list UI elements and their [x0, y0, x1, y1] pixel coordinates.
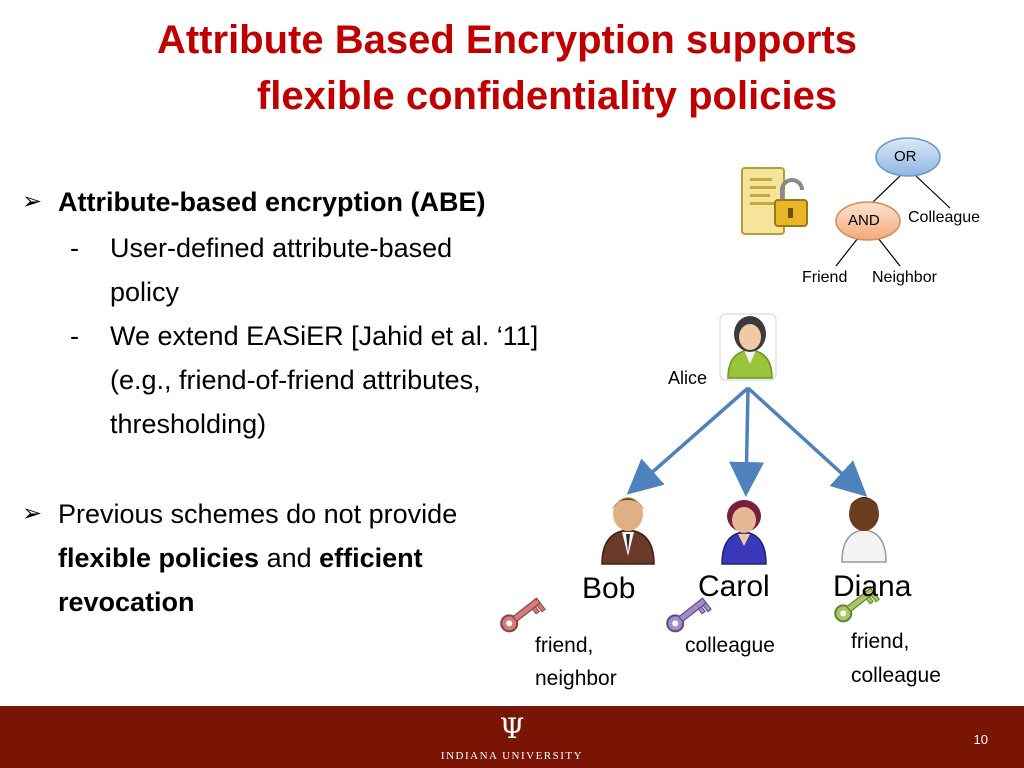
bullet-arrow-icon: ➢ — [22, 500, 43, 527]
and-node-label: AND — [848, 212, 880, 229]
bullet-2-line-2: flexible policies and efficient — [58, 536, 423, 580]
bullet-arrow-icon: ➢ — [22, 188, 43, 215]
sub-bullet-2-line-1: We extend EASiER [Jahid et al. ‘11] — [110, 321, 539, 351]
sub-bullet-2-line-2: (e.g., friend-of-friend attributes, — [110, 365, 481, 395]
page-number: 10 — [973, 732, 988, 747]
or-node-label: OR — [894, 148, 917, 165]
carol-label: Carol — [698, 570, 770, 603]
bullet-abe-heading: Attribute-based encryption (ABE) — [58, 187, 486, 217]
footer-bar: Ψ INDIANA UNIVERSITY 10 — [0, 706, 1024, 768]
and-node — [835, 201, 901, 241]
bob-key-line-1: friend, — [535, 634, 594, 657]
bob-key-icon — [500, 597, 546, 633]
or-node — [875, 137, 941, 177]
sub-bullet-1-line-1: User-defined attribute-based — [110, 233, 453, 263]
locked-document-icon — [741, 167, 808, 235]
tree-edge — [835, 237, 859, 267]
alice-avatar-icon — [719, 313, 777, 381]
diana-key-line-2: colleague — [851, 664, 941, 687]
diana-avatar-icon — [841, 497, 887, 563]
title-line-2: flexible confidentiality policies — [256, 74, 838, 118]
bullet-2-line-1: Previous schemes do not provide — [58, 499, 458, 529]
bullet-2-bold-b: efficient — [319, 543, 423, 573]
leaf-neighbor-label: Neighbor — [872, 269, 937, 286]
carol-avatar-icon — [721, 500, 767, 565]
carol-key-icon — [666, 597, 712, 633]
university-name: INDIANA UNIVERSITY — [440, 750, 584, 762]
bob-label: Bob — [582, 572, 636, 605]
sub-bullet-1-line-2: policy — [110, 277, 180, 307]
title-line-1: Attribute Based Encryption supports — [156, 18, 858, 62]
bob-key-line-2: neighbor — [535, 667, 617, 690]
tree-edge — [915, 175, 951, 209]
slide-title: Attribute Based Encryption supports flex… — [0, 12, 1024, 124]
diana-key-icon — [834, 587, 880, 623]
iu-trident-logo-icon: Ψ — [499, 712, 525, 745]
diana-label: Diana — [833, 570, 912, 603]
arrow-alice-bob — [626, 386, 750, 495]
leaf-friend-label: Friend — [802, 269, 848, 286]
leaf-colleague-label: Colleague — [908, 209, 981, 226]
sub-bullet-2-line-3: thresholding) — [110, 409, 267, 439]
sub-bullet-dash: - — [70, 321, 79, 351]
bullet-2-line-3: revocation — [58, 587, 195, 617]
bob-avatar-icon — [601, 497, 655, 565]
alice-label: Alice — [668, 368, 708, 388]
tree-edge — [871, 175, 901, 204]
carol-key-label: colleague — [685, 634, 775, 657]
diana-key-line-1: friend, — [851, 630, 910, 653]
bullet-2-bold-a: flexible policies — [58, 543, 260, 573]
arrow-alice-diana — [746, 386, 868, 497]
arrow-alice-carol — [729, 387, 765, 497]
tree-edge — [877, 237, 901, 267]
sub-bullet-dash: - — [70, 233, 79, 263]
bullet-2-mid: and — [259, 543, 320, 573]
